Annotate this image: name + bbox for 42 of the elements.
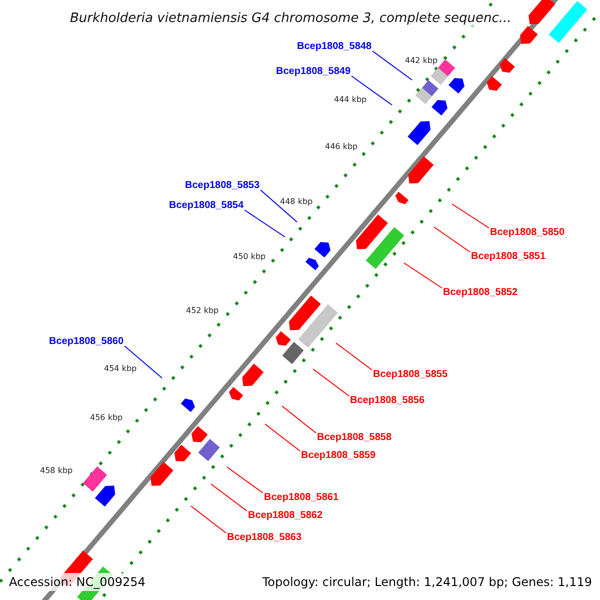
kbp-tick-label: 442 kbp — [405, 56, 438, 66]
gene-label: Bcep1808_5850 — [490, 226, 565, 239]
leader-line — [312, 368, 350, 396]
leader-line — [244, 210, 286, 238]
gene-label: Bcep1808_5858 — [317, 431, 392, 444]
gene-label: Bcep1808_5848 — [297, 40, 372, 53]
gene-label: Bcep1808_5853 — [185, 179, 260, 192]
footer-text: Accession: NC_009254 — [9, 573, 146, 591]
gene-label: Bcep1808_5855 — [373, 368, 448, 381]
kbp-tick-label: 456 kbp — [90, 413, 123, 423]
kbp-tick-label: 448 kbp — [280, 197, 313, 207]
leader-line — [351, 76, 392, 106]
kbp-tick-label: 454 kbp — [104, 364, 137, 374]
leader-line — [260, 190, 298, 222]
leader-line — [434, 226, 470, 252]
kbp-tick-label: 452 kbp — [186, 306, 219, 316]
gene-label: Bcep1808_5856 — [350, 394, 425, 407]
leader-line — [404, 262, 442, 288]
gene-label: Bcep1808_5863 — [227, 531, 302, 544]
leader-line — [264, 424, 300, 452]
footer-text: Topology: circular; Length: 1,241,007 bp; Genes: 1,119 — [262, 574, 592, 591]
kbp-tick-label: 446 kbp — [325, 142, 358, 152]
leader-line — [336, 342, 372, 370]
gene-label: Bcep1808_5860 — [49, 335, 124, 348]
gene-label: Bcep1808_5849 — [276, 65, 351, 78]
gene-label: Bcep1808_5851 — [471, 250, 546, 263]
leader-line — [210, 484, 248, 512]
leader-line — [124, 346, 162, 378]
leader-line — [282, 406, 316, 434]
kbp-tick-label: 458 kbp — [40, 466, 73, 476]
title: Burkholderia vietnamiensis G4 chromosome 3, complete sequenc... — [70, 9, 512, 28]
leader-line — [226, 466, 264, 494]
leader-line — [452, 204, 490, 228]
gene-label: Bcep1808_5852 — [443, 286, 518, 299]
leader-line — [372, 50, 412, 80]
leader-line — [190, 506, 226, 534]
gene-label: Bcep1808_5862 — [248, 509, 323, 522]
gene-label: Bcep1808_5861 — [264, 491, 339, 504]
gene-label: Bcep1808_5859 — [301, 449, 376, 462]
kbp-tick-label: 444 kbp — [334, 95, 367, 105]
kbp-tick-label: 450 kbp — [233, 252, 266, 262]
gene-label: Bcep1808_5854 — [169, 199, 244, 212]
